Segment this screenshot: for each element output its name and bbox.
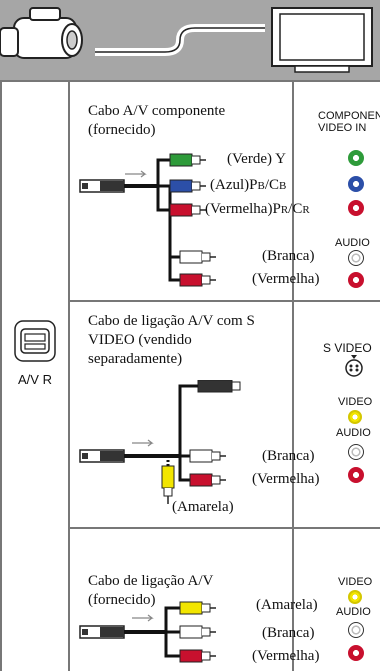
frame-left [0, 82, 2, 671]
label-red-3: (Vermelha) [252, 648, 320, 664]
label-white-2: (Branca) [262, 448, 315, 464]
video-label-2: VIDEO [338, 396, 373, 408]
label-blue-pb-cb: (Azul)PB/CB [210, 177, 287, 193]
section3-caption: Cabo de ligação A/V (fornecido) [88, 573, 214, 608]
label-yellow-3: (Amarela) [256, 597, 318, 613]
jack-white-audio-3 [348, 622, 364, 638]
jack-yellow-video-2 [348, 410, 362, 424]
av-cable-diagram [79, 601, 216, 663]
jack-red-pr [348, 200, 364, 216]
jack-red-audio-2 [348, 467, 364, 483]
section2-caption: Cabo de ligação A/V com S VIDEO (vendido… [88, 313, 255, 367]
av-r-jack-icon [14, 320, 56, 362]
jack-red-audio-3 [348, 645, 364, 661]
svideo-jack [343, 355, 365, 377]
frame-divider-2 [292, 82, 294, 671]
jack-white-audio-2 [348, 444, 364, 460]
component-cable-diagram [79, 153, 216, 287]
label-red-2: (Vermelha) [252, 471, 320, 487]
label-red-1: (Vermelha) [252, 271, 320, 287]
section-divider-1 [70, 300, 380, 302]
component-video-in-label: COMPONENT VIDEO IN [318, 110, 380, 134]
audio-label-3: AUDIO [336, 606, 371, 618]
svideo-cable-diagram [79, 380, 241, 504]
header-illustration [0, 0, 380, 80]
tv-icon [271, 7, 373, 73]
section-divider-2 [70, 527, 380, 529]
jack-yellow-video-3 [348, 590, 362, 604]
label-red-pr-cr: (Vermelha)PR/CR [205, 201, 310, 217]
audio-label-1: AUDIO [335, 237, 370, 249]
camcorder-icon [0, 7, 83, 59]
jack-green-y [348, 150, 364, 166]
svideo-label: S VIDEO [323, 341, 372, 355]
frame-top [0, 80, 380, 82]
camcorder-to-tv-icon [0, 7, 373, 73]
section1-caption: Cabo A/V componente (fornecido) [88, 103, 226, 138]
jack-blue-pb [348, 176, 364, 192]
audio-label-2: AUDIO [336, 427, 371, 439]
label-white-3: (Branca) [262, 625, 315, 641]
label-green-y: (Verde) Y [227, 151, 286, 167]
label-white-1: (Branca) [262, 248, 315, 264]
jack-white-audio-1 [348, 250, 364, 266]
frame-divider-1 [68, 82, 70, 671]
jack-red-audio-1 [348, 272, 364, 288]
video-label-3: VIDEO [338, 576, 373, 588]
av-r-label: A/V R [18, 372, 52, 387]
label-yellow-2: (Amarela) [172, 499, 234, 515]
